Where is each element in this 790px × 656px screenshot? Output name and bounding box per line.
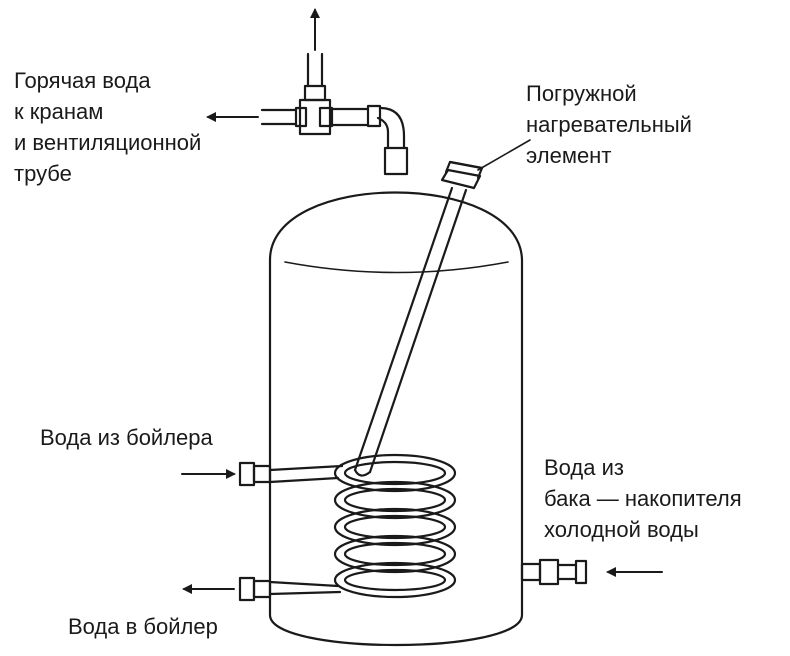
heater-rod <box>353 186 454 472</box>
hot-water-label: Горячая вода к кранам и вентиляционной т… <box>14 65 201 189</box>
cold-water-label-line: бака — накопителя <box>544 486 742 511</box>
heating-coil <box>333 453 457 599</box>
hot-water-label-line: трубе <box>14 161 72 186</box>
from-boiler-label-line: Вода из бойлера <box>40 425 213 450</box>
to-boiler-label: Вода в бойлер <box>68 611 218 642</box>
immersion-heater-label: Погружной нагревательный элемент <box>526 78 692 171</box>
coil-outlet-tube <box>268 580 340 588</box>
boiler-outlet-fitting <box>238 576 272 602</box>
coil-inlet-tube <box>268 464 344 472</box>
hot-water-pipe <box>260 52 409 176</box>
immersion-heater-label-line: элемент <box>526 143 612 168</box>
cold-water-label-line: Вода из <box>544 455 624 480</box>
immersion-heater-label-line: Погружной <box>526 81 637 106</box>
heater-cap <box>440 160 484 190</box>
to-boiler-label-line: Вода в бойлер <box>68 614 218 639</box>
tank-body <box>268 191 524 647</box>
water-level-line <box>284 261 509 274</box>
hot-water-label-line: Горячая вода <box>14 68 151 93</box>
cold-water-label: Вода из бака — накопителя холодной воды <box>544 452 742 545</box>
hot-water-label-line: к кранам <box>14 99 104 124</box>
immersion-heater-label-line: нагревательный <box>526 112 692 137</box>
cold-water-fitting <box>520 558 588 586</box>
from-boiler-label: Вода из бойлера <box>40 422 213 453</box>
boiler-inlet-fitting <box>238 461 272 487</box>
hot-water-label-line: и вентиляционной <box>14 130 202 155</box>
cold-water-label-line: холодной воды <box>544 517 699 542</box>
heater-callout-line <box>477 139 531 171</box>
